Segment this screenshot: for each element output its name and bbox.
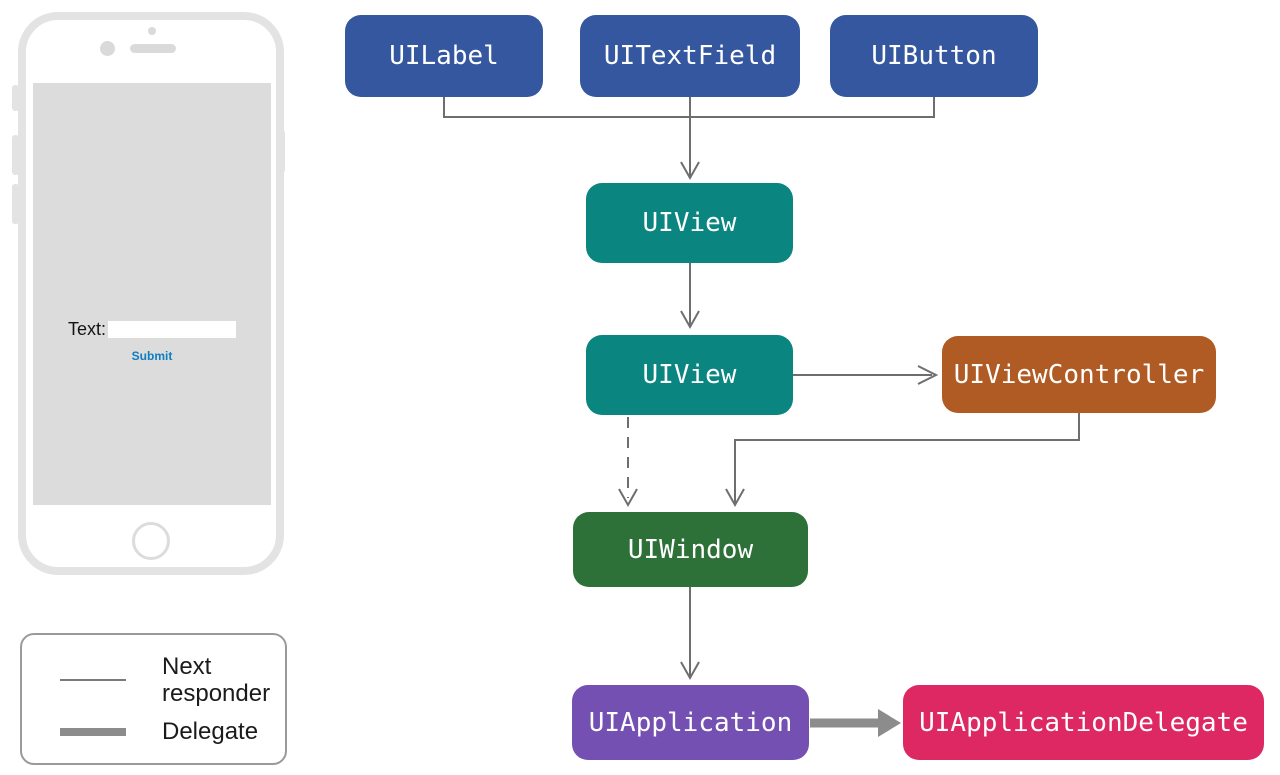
text-field-label: Text: <box>67 319 106 339</box>
node-uitextfield: UITextField <box>580 15 800 97</box>
node-uiview-root: UIView <box>586 335 793 415</box>
node-uilabel-label: UILabel <box>389 41 499 71</box>
top-bracket-line <box>443 97 935 118</box>
delegate-arrowhead-icon <box>878 709 901 737</box>
thick-line-sample <box>60 727 126 736</box>
node-uiwindow: UIWindow <box>573 512 808 587</box>
phone-volume-down-button <box>12 184 19 224</box>
phone-camera-icon <box>100 41 115 56</box>
node-uibutton-label: UIButton <box>871 41 997 71</box>
arrow-uiviewcontroller-to-uiwindow <box>734 413 1080 503</box>
node-uibutton: UIButton <box>830 15 1038 97</box>
phone-sensor-dot <box>148 27 156 35</box>
phone-home-button[interactable] <box>132 522 170 560</box>
node-uiapplication-label: UIApplication <box>588 707 793 738</box>
node-uiview-inner-label: UIView <box>642 208 737 238</box>
node-uiapplicationdelegate-label: UIApplicationDelegate <box>919 707 1248 738</box>
phone-volume-up-button <box>12 135 19 175</box>
phone-speaker <box>130 44 176 53</box>
node-uiviewcontroller-label: UIViewController <box>953 359 1205 390</box>
thin-line-sample <box>60 679 126 681</box>
phone-mute-switch <box>12 85 19 111</box>
node-uiapplicationdelegate: UIApplicationDelegate <box>903 685 1264 760</box>
legend-next-responder-label: Next responder <box>162 653 271 707</box>
submit-button[interactable]: Submit <box>131 349 173 363</box>
arrowhead-down-icon <box>680 661 700 681</box>
node-uitextfield-label: UITextField <box>603 41 777 71</box>
legend-next-responder: Next responder <box>60 653 292 707</box>
text-field-row: Text: <box>33 319 271 340</box>
node-uiviewcontroller: UIViewController <box>942 336 1216 413</box>
legend-delegate-label: Delegate <box>162 718 259 745</box>
node-uiview-root-label: UIView <box>642 360 737 390</box>
arrowhead-right-icon <box>917 365 939 385</box>
node-uiwindow-label: UIWindow <box>627 534 754 565</box>
node-uilabel: UILabel <box>345 15 543 97</box>
node-uiview-inner: UIView <box>586 183 793 263</box>
arrowhead-down-icon <box>680 310 700 330</box>
legend-box: Next responder Delegate <box>20 633 287 765</box>
arrowhead-down-icon <box>680 161 700 181</box>
legend-delegate: Delegate <box>60 718 292 745</box>
arrowhead-down-icon <box>725 488 745 508</box>
node-uiapplication: UIApplication <box>572 685 809 760</box>
arrowhead-down-icon <box>618 488 638 508</box>
text-input[interactable] <box>108 321 236 338</box>
phone-screen: Text: Submit <box>33 83 271 505</box>
